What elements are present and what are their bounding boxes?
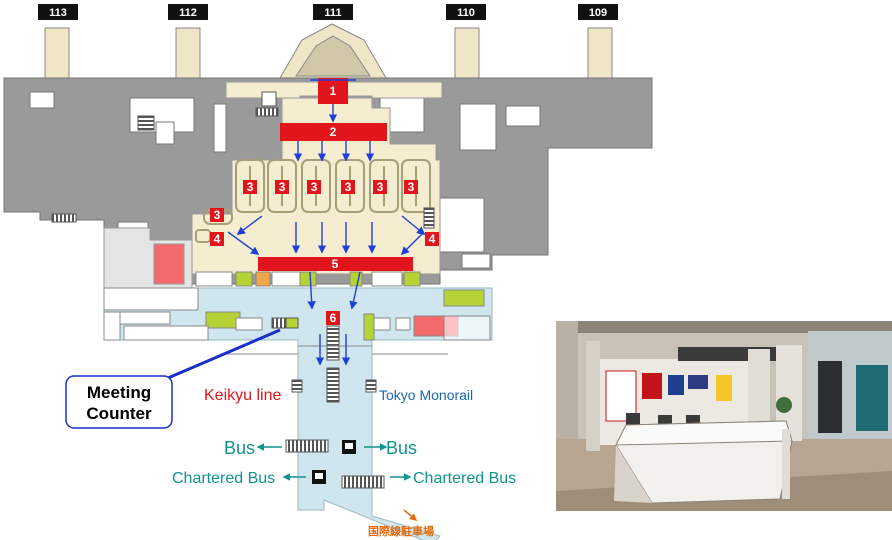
svg-text:4: 4 xyxy=(214,232,221,246)
arrival-lobby xyxy=(103,287,493,540)
step-badges: 1 2 3 3 3 3 3 3 3 4 4 5 6 xyxy=(210,78,439,325)
blue-arrow-icon xyxy=(227,79,426,366)
svg-text:2: 2 xyxy=(330,125,337,139)
rooms xyxy=(29,91,541,269)
chartered-bus-left-label: Chartered Bus xyxy=(172,470,275,487)
red-room xyxy=(153,243,185,285)
meeting-line-2: Counter xyxy=(86,404,152,423)
chartered-bus-right-label: Chartered Bus xyxy=(413,470,516,487)
gate-112-label: 112 xyxy=(179,7,197,19)
svg-text:3: 3 xyxy=(311,180,318,194)
step-2-badge xyxy=(280,123,387,141)
svg-text:3: 3 xyxy=(247,180,254,194)
svg-text:5: 5 xyxy=(332,257,339,271)
corridor-lines xyxy=(220,345,448,355)
jet-bridges xyxy=(44,23,613,81)
step-1-badge xyxy=(318,78,348,104)
meeting-pointer-line xyxy=(167,328,281,380)
gate-labels: 113 112 111 110 109 xyxy=(38,4,618,20)
svg-text:6: 6 xyxy=(330,311,337,325)
gate-109-label: 109 xyxy=(589,7,607,19)
svg-text:3: 3 xyxy=(214,208,221,222)
svg-text:4: 4 xyxy=(429,232,436,246)
svg-text:3: 3 xyxy=(377,180,384,194)
meeting-counter-photo xyxy=(556,321,892,511)
escalator-icon xyxy=(51,91,435,229)
gate-110-label: 110 xyxy=(457,7,475,19)
tokyo-monorail-label: Tokyo Monorail xyxy=(379,387,473,403)
meeting-counter-box[interactable] xyxy=(65,375,173,429)
svg-text:3: 3 xyxy=(279,180,286,194)
bus-left-label: Bus xyxy=(224,438,255,458)
svg-text:3: 3 xyxy=(408,180,415,194)
bus-right-label: Bus xyxy=(386,438,417,458)
gate-113-label: 113 xyxy=(49,7,67,19)
corridor-escalators xyxy=(285,325,385,489)
svg-text:3: 3 xyxy=(345,180,352,194)
svg-text:1: 1 xyxy=(330,84,337,98)
orange-arrow-icon xyxy=(403,509,418,521)
step-6-badge xyxy=(326,311,340,325)
meeting-counter-escalator xyxy=(271,317,299,329)
gate-111-label: 111 xyxy=(324,7,341,19)
meeting-line-1: Meeting xyxy=(87,383,151,402)
lobby-rooms xyxy=(103,271,491,341)
keikyu-line-label: Keikyu line xyxy=(204,387,281,404)
step-5-badge xyxy=(258,257,413,271)
parking-label: 国際線駐車場 xyxy=(368,524,434,538)
